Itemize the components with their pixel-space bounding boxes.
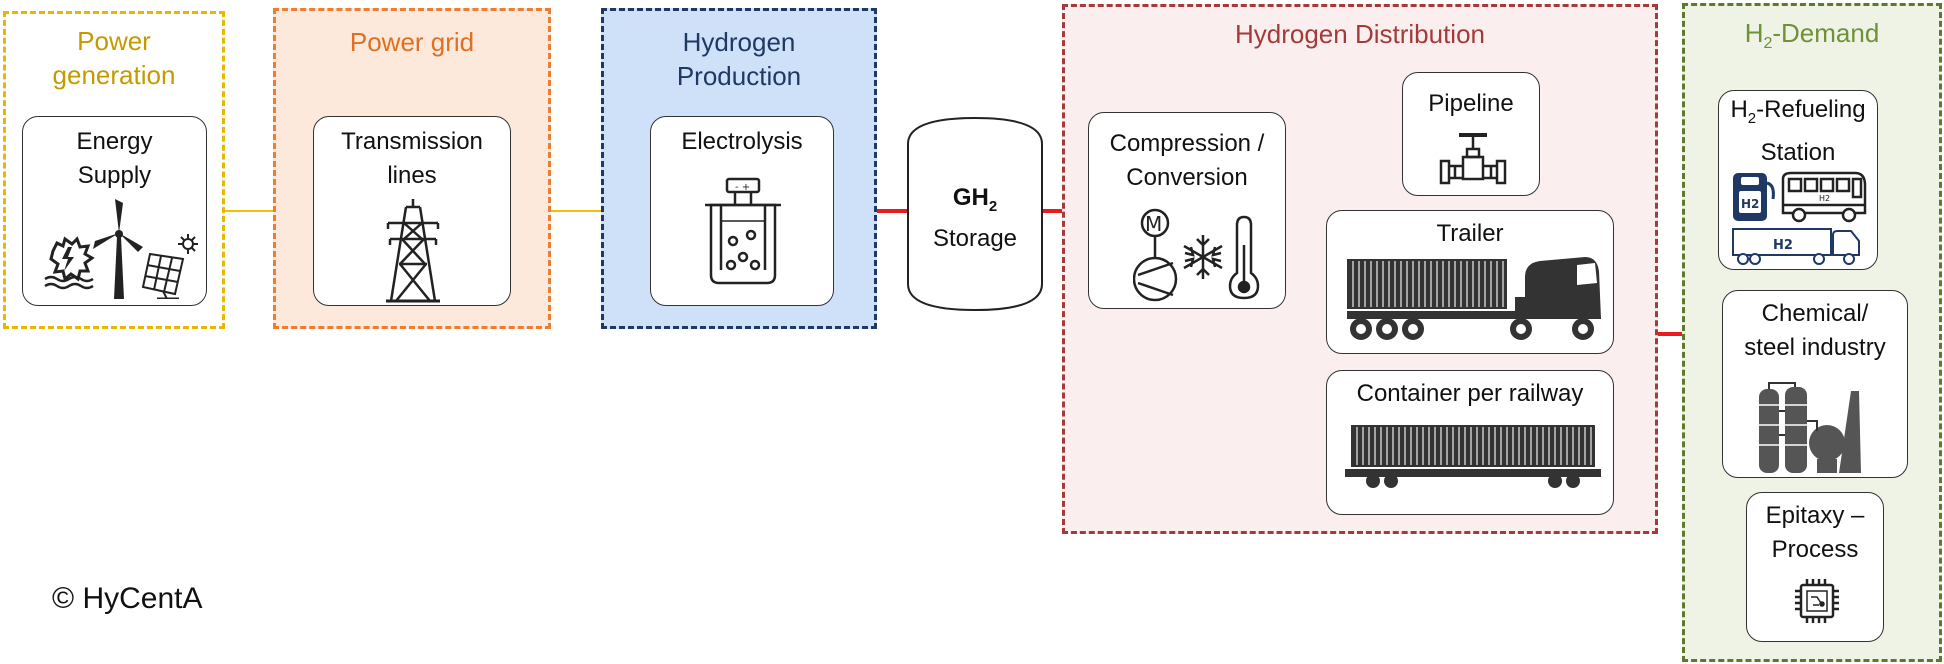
truck-text: H2 (1773, 238, 1793, 253)
bus-icon: H2 (1781, 171, 1867, 223)
label-line1: Energy (76, 128, 153, 155)
node-railway-label: Container per railway (1356, 380, 1584, 407)
node-trailer-label: Trailer (1436, 220, 1504, 247)
node-trailer[interactable]: Trailer (1326, 210, 1614, 354)
wind-turbine-icon (93, 199, 143, 299)
transmission-tower-icon (386, 199, 440, 303)
label-line1: Transmission (341, 128, 483, 155)
storage-prefix: GH (952, 184, 989, 211)
storage-tank-icon (907, 116, 1043, 312)
storage-sub: 2 (988, 197, 998, 215)
zone-title-hydrogen-distribution: Hydrogen Distribution (1234, 19, 1485, 49)
compression-icons: M (1133, 208, 1260, 302)
refueling-sub: 2 (1747, 109, 1757, 127)
truck-trailer-icon (1347, 257, 1601, 340)
node-pipeline-label: Pipeline (1428, 90, 1514, 117)
pipeline-valve-icon (1439, 133, 1507, 185)
label-line2: Supply (77, 162, 152, 189)
node-electrolysis[interactable]: Electrolysis - + (650, 116, 834, 306)
label-line2: steel industry (1744, 334, 1886, 361)
node-epitaxy-process[interactable]: Epitaxy – Process (1746, 492, 1884, 642)
label-line2: Process (1771, 536, 1859, 563)
node-compression-conversion[interactable]: Compression / Conversion M (1088, 112, 1286, 309)
label-line1: Compression / (1109, 130, 1265, 157)
node-h2-refueling-station[interactable]: H2-Refueling Station H2 H2 H2 (1718, 90, 1878, 270)
node-energy-supply[interactable]: Energy Supply (22, 116, 207, 306)
zone-title-line1: Hydrogen (682, 27, 796, 57)
refueling-prefix: H (1730, 96, 1748, 123)
label-line2: lines (387, 162, 437, 189)
zone-title-h2-demand: H2-Demand (1685, 16, 1939, 61)
node-gh2-storage[interactable]: GH2 Storage (907, 116, 1043, 312)
energy-icons (44, 199, 198, 299)
zone-title-hydrogen-production: Hydrogen Production (604, 25, 874, 93)
compressor-motor-icon: M (1133, 208, 1178, 302)
label-line1: Epitaxy – (1765, 502, 1865, 529)
pump-text: H2 (1741, 197, 1759, 211)
demand-title-suffix: -Demand (1772, 18, 1880, 48)
zone-title-line2: generation (52, 60, 176, 90)
refueling-suffix: -Refueling (1756, 96, 1866, 123)
zone-title-power-generation: Power generation (6, 24, 222, 92)
snowflake-icon (1183, 235, 1223, 279)
refueling-icons: H2 H2 H2 (1732, 171, 1867, 265)
svg-text:M: M (1145, 212, 1162, 236)
hydro-plant-icon (44, 236, 95, 290)
node-energy-supply-label: Energy Supply (23, 125, 206, 193)
factory-icon (1759, 382, 1861, 473)
node-electrolysis-label: Electrolysis (681, 128, 803, 155)
solar-panel-icon (141, 234, 198, 299)
microchip-icon (1795, 579, 1839, 623)
node-epitaxy-label: Epitaxy – Process (1747, 499, 1883, 567)
copyright-text: © HyCentA (52, 582, 203, 615)
refueling-line2: Station (1760, 138, 1836, 166)
label-line1: Chemical/ (1761, 300, 1869, 327)
bus-text: H2 (1819, 194, 1830, 203)
h2-truck-icon: H2 (1732, 228, 1860, 265)
electrolyzer-icon: - + (705, 177, 781, 285)
node-chemical-label: Chemical/ steel industry (1723, 297, 1907, 365)
node-transmission-lines[interactable]: Transmission lines (313, 116, 511, 306)
fuel-pump-icon: H2 (1733, 173, 1775, 221)
node-refueling-label: H2-Refueling Station (1719, 93, 1877, 170)
zone-title-line1: Power (77, 26, 151, 56)
label-line2: Conversion (1126, 164, 1248, 191)
demand-title-prefix: H (1744, 18, 1764, 48)
zone-title-power-grid: Power grid (349, 27, 475, 57)
svg-text:- +: - + (735, 182, 750, 193)
thermometer-icon (1228, 215, 1260, 300)
rail-container-icon (1345, 425, 1601, 488)
node-chemical-steel-industry[interactable]: Chemical/ steel industry (1722, 290, 1908, 478)
storage-line2: Storage (932, 224, 1018, 252)
demand-title-sub: 2 (1763, 35, 1773, 53)
node-pipeline[interactable]: Pipeline (1402, 72, 1540, 196)
storage-label: GH2 Storage (907, 182, 1043, 255)
node-transmission-label: Transmission lines (314, 125, 510, 193)
node-compression-label: Compression / Conversion (1089, 127, 1285, 195)
node-container-railway[interactable]: Container per railway (1326, 370, 1614, 515)
zone-title-line2: Production (676, 61, 802, 91)
